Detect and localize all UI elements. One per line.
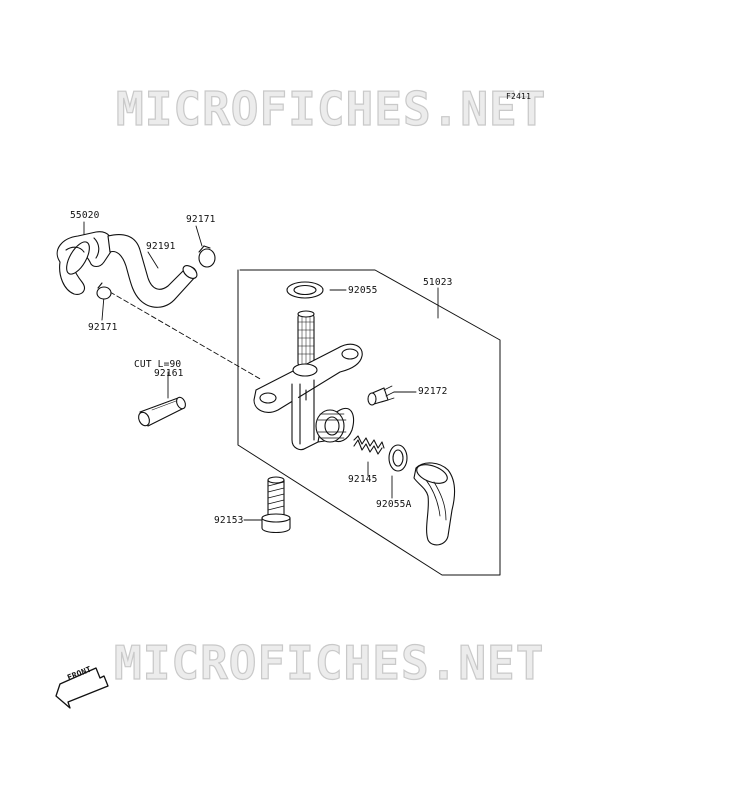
fuel-cock-body bbox=[253, 310, 363, 451]
clamp-bottom-92171 bbox=[96, 282, 112, 300]
label-92055a: 92055A bbox=[376, 499, 412, 510]
label-92153: 92153 bbox=[214, 515, 244, 526]
label-92172: 92172 bbox=[418, 386, 448, 397]
hose-92191 bbox=[107, 233, 198, 308]
watermark-top: MICROFICHES.NET bbox=[116, 82, 547, 136]
watermark-bottom: MICROFICHES.NET bbox=[114, 636, 545, 690]
label-55020: 55020 bbox=[70, 210, 100, 221]
watermark-bottom-outline: MICROFICHES.NET bbox=[113, 635, 545, 690]
label-cut-note: CUT L=90 bbox=[134, 359, 182, 370]
watermark-top-outline: MICROFICHES.NET bbox=[115, 81, 547, 136]
bolt-92153 bbox=[261, 476, 291, 534]
o-ring-92055a bbox=[388, 444, 408, 472]
label-92171-top: 92171 bbox=[186, 214, 216, 225]
o-ring-92055 bbox=[286, 281, 324, 299]
clamp-top-92171 bbox=[198, 245, 216, 268]
fuel-cock-lever bbox=[413, 462, 456, 546]
figure-code: F2411 bbox=[506, 92, 532, 101]
spring-92145 bbox=[353, 435, 385, 455]
front-arrow-icon bbox=[55, 667, 109, 709]
hose-55020 bbox=[56, 231, 113, 295]
label-92191: 92191 bbox=[146, 241, 176, 252]
tube-92161 bbox=[138, 396, 186, 427]
label-92171-bottom: 92171 bbox=[88, 322, 118, 333]
label-92161: 92161 bbox=[154, 368, 184, 379]
label-92055: 92055 bbox=[348, 285, 378, 296]
assembly-boundary bbox=[237, 269, 501, 576]
screw-92172 bbox=[367, 385, 395, 406]
label-92145: 92145 bbox=[348, 474, 378, 485]
label-51023: 51023 bbox=[423, 277, 453, 288]
